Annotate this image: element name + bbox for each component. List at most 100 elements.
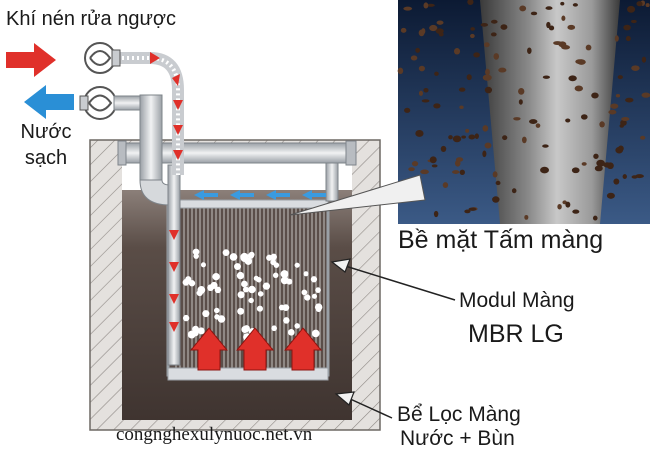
bubble — [315, 306, 322, 313]
air-flow-arrows — [150, 52, 183, 332]
membrane-surface-label: Bề mặt Tấm màng — [398, 226, 604, 254]
bubble — [257, 291, 264, 297]
sludge-particle — [435, 28, 444, 34]
membrane-surface-photo — [397, 0, 650, 224]
bubble — [217, 315, 226, 323]
sludge-particle — [591, 92, 599, 99]
sludge-particle — [482, 125, 489, 132]
sludge-particle — [567, 24, 576, 30]
sludge-particle — [560, 1, 565, 6]
sludge-particle — [623, 24, 631, 31]
sludge-particle — [404, 107, 411, 113]
sludge-particle — [513, 117, 521, 121]
sludge-particle — [466, 74, 472, 81]
bubble — [240, 252, 249, 261]
sludge-particle — [527, 47, 532, 54]
valve-icon — [79, 86, 141, 120]
sludge-particle — [542, 144, 549, 148]
sludge-particle — [420, 169, 429, 175]
sludge-particle — [518, 99, 523, 105]
bubble — [247, 252, 254, 259]
sludge-particles — [397, 0, 650, 221]
sludge-particle — [434, 71, 439, 76]
sludge-particle — [418, 90, 423, 96]
sludge-particle — [617, 75, 623, 80]
sludge-particle — [484, 42, 490, 48]
bubble — [236, 271, 245, 280]
sludge-particle — [442, 182, 449, 188]
sludge-particle — [561, 45, 571, 50]
sludge-particle — [594, 165, 603, 172]
sludge-particle — [470, 33, 475, 39]
sludge-particle — [490, 32, 497, 37]
bubble — [266, 254, 273, 261]
sludge-particle — [408, 167, 415, 172]
sludge-particle — [421, 99, 430, 103]
water-outlet-arrow-icon — [24, 85, 74, 119]
sludge-particle — [418, 65, 425, 72]
sludge-particle — [480, 22, 489, 27]
sludge-particle — [625, 97, 634, 103]
sludge-particle — [495, 180, 501, 186]
bubble — [197, 327, 205, 335]
pump-icon — [84, 42, 121, 74]
sludge-particle — [592, 215, 598, 221]
bubble — [229, 253, 238, 261]
sludge-particle — [470, 27, 475, 31]
sludge-particle — [593, 153, 599, 159]
bubble — [214, 286, 222, 294]
aeration-arrows — [189, 327, 323, 371]
sludge-particle — [461, 135, 467, 139]
sludge-particle — [546, 21, 551, 29]
bubble — [278, 304, 285, 311]
sludge-particle — [511, 188, 517, 194]
sludge-particle — [620, 119, 627, 126]
sludge-particle — [431, 164, 438, 168]
sludge-particle — [400, 27, 407, 33]
sludge-particle — [459, 105, 464, 110]
sludge-particle — [621, 116, 630, 122]
bubble — [241, 280, 248, 288]
sludge-particle — [440, 145, 447, 153]
pointer-module — [330, 258, 456, 301]
sludge-particle — [553, 41, 562, 46]
bubble — [182, 314, 190, 322]
bubble — [242, 286, 249, 293]
bubble — [193, 253, 199, 259]
sludge-particle — [603, 162, 611, 168]
sludge-particle — [530, 11, 538, 16]
sludge-particle — [542, 75, 550, 79]
sludge-particle — [493, 53, 500, 60]
bubble — [294, 323, 300, 329]
bubble — [311, 293, 318, 299]
sludge-particle — [482, 150, 487, 158]
bubble — [273, 262, 280, 268]
sludge-particle — [631, 19, 637, 24]
sludge-particle — [571, 167, 580, 174]
bubble — [192, 330, 199, 337]
backwash-air-label: Khí nén rửa ngược — [6, 8, 176, 30]
sludge-particle — [423, 2, 429, 9]
sludge-particle — [452, 170, 460, 174]
sludge-particle — [468, 134, 476, 140]
bubble — [256, 305, 264, 312]
sludge-particle — [572, 209, 580, 214]
callout-wedge — [289, 174, 426, 216]
sludge-particle — [436, 20, 444, 25]
sludge-particle — [464, 209, 471, 214]
sludge-particle — [535, 123, 541, 128]
bubble — [248, 297, 254, 304]
water-flow-arrows — [194, 190, 326, 200]
sludge-particle — [528, 119, 538, 124]
sludge-particle — [599, 121, 605, 128]
bubble — [303, 271, 309, 277]
sludge-particle — [640, 135, 646, 140]
sludge-particle — [433, 210, 439, 218]
bubble — [272, 272, 279, 279]
sludge-particle — [557, 203, 562, 210]
sludge-particle — [645, 3, 650, 8]
bubble — [315, 287, 321, 293]
sludge-particle — [608, 109, 617, 115]
bubble — [283, 317, 290, 324]
sludge-particle — [492, 171, 498, 178]
